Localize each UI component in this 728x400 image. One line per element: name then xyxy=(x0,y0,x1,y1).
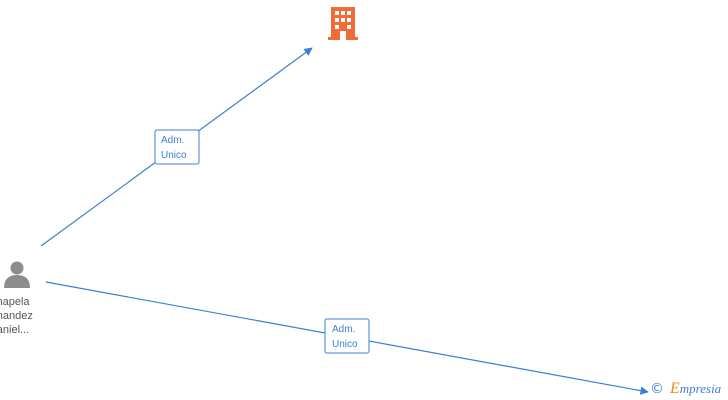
brand-rest: mpresia xyxy=(679,381,722,396)
edge-label-company[interactable]: Adm. Unico xyxy=(154,129,200,165)
building-icon[interactable] xyxy=(328,7,358,40)
edge-label-line-1: Adm. xyxy=(161,135,184,146)
person-name[interactable]: hapela rnandez aniel... xyxy=(0,295,48,337)
edge-label-line-2: Unico xyxy=(332,339,358,350)
person-name-line: rnandez xyxy=(0,310,33,322)
person-name-line: aniel... xyxy=(0,324,30,336)
person-name-line: hapela xyxy=(0,296,30,308)
edge-label-line-2: Unico xyxy=(161,150,187,161)
edge-label-line-1: Adm. xyxy=(332,324,355,335)
brand-logo[interactable]: Empresia xyxy=(670,380,721,398)
person-icon[interactable] xyxy=(4,261,30,289)
copyright-symbol: © xyxy=(650,381,664,397)
brand-initial: E xyxy=(670,380,680,397)
edge-label-second[interactable]: Adm. Unico xyxy=(324,318,370,354)
